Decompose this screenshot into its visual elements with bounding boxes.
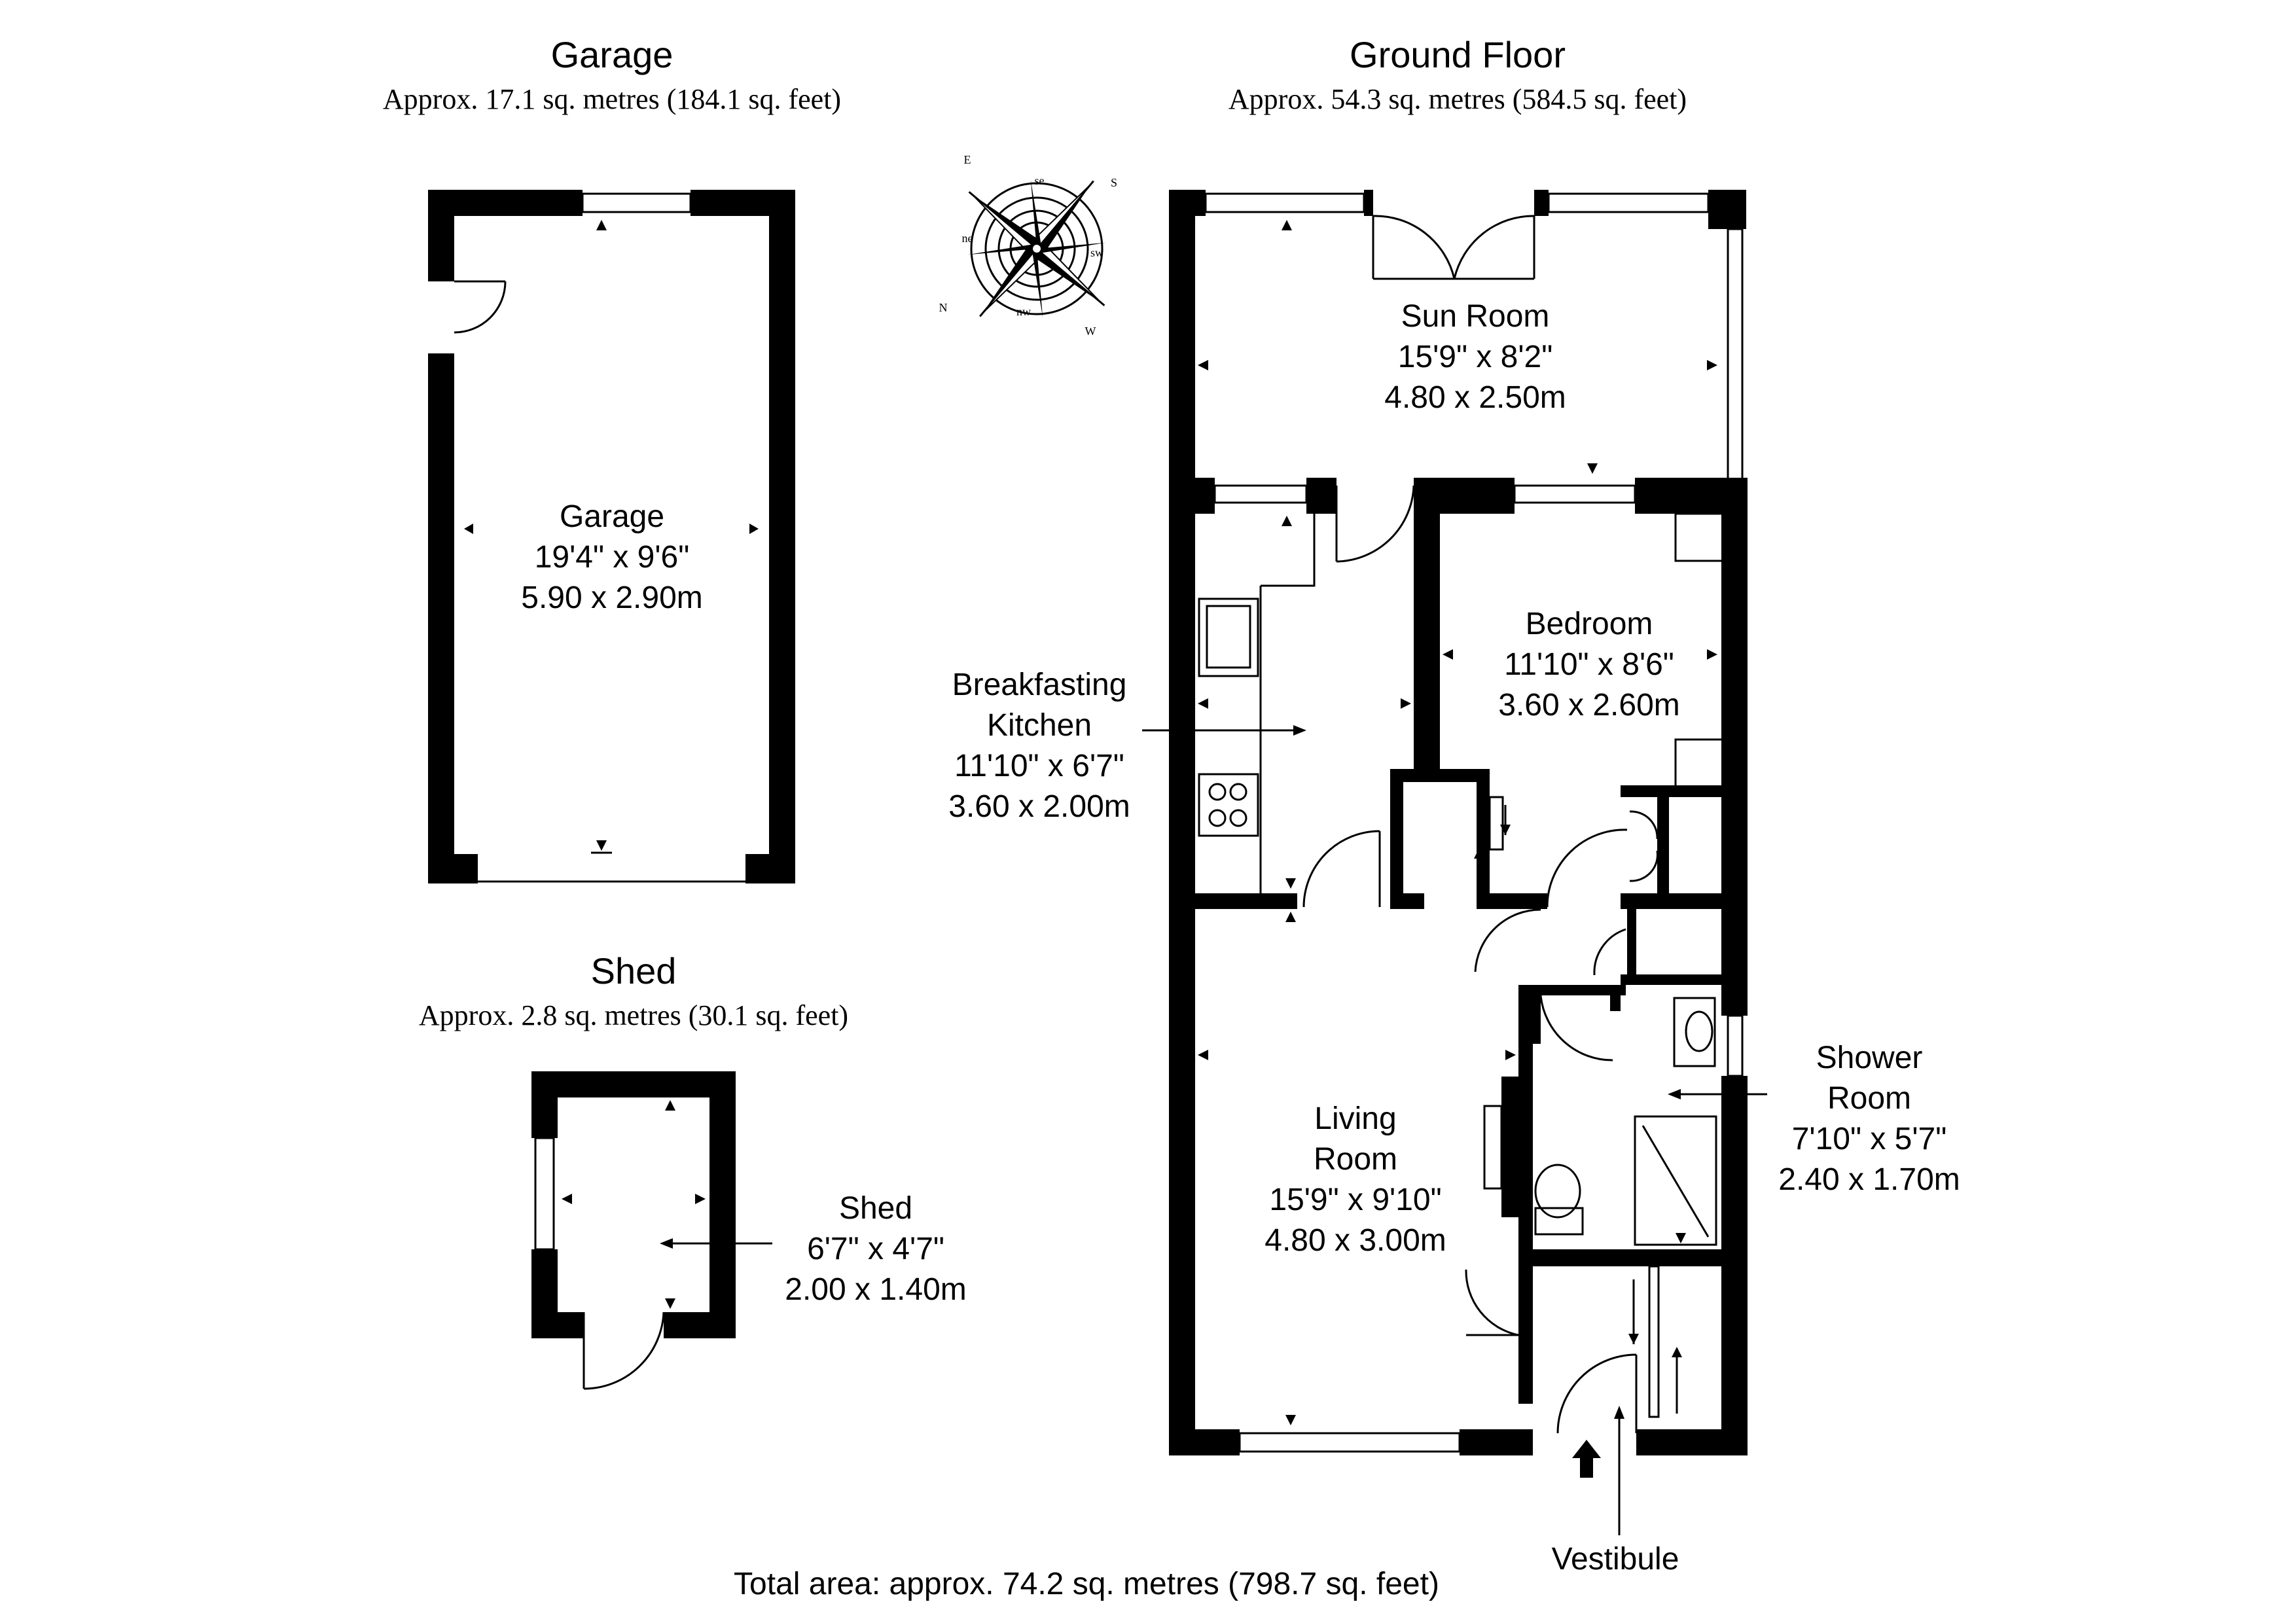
shower-room-name-line1: Shower [1816,1041,1923,1075]
garage-area: Approx. 17.1 sq. metres (184.1 sq. feet) [383,83,841,115]
ground-floor-heading: Ground Floor [1350,34,1566,75]
dimension-arrows [1142,220,1767,1535]
kitchen-imperial: 11'10" x 6'7" [954,749,1124,783]
compass-e-label: E [964,153,971,166]
sun-room-imperial: 15'9" x 8'2" [1398,340,1553,374]
compass-w-label: W [1085,325,1096,338]
ground-floor-area: Approx. 54.3 sq. metres (584.5 sq. feet) [1229,83,1687,115]
garage-room-name: Garage [560,499,664,534]
shed-room-metric: 2.00 x 1.40m [785,1272,967,1307]
total-area: Total area: approx. 74.2 sq. metres (798… [734,1567,1439,1601]
kitchen-name-line1: Breakfasting [952,668,1127,702]
living-room-metric: 4.80 x 3.00m [1265,1223,1446,1258]
compass-n-label: N [939,301,948,314]
compass-se-label: se [1035,174,1045,187]
compass-nw-label: nw [1016,305,1031,318]
garage-room-metric: 5.90 x 2.90m [521,580,703,615]
shed-plan [531,1071,772,1390]
kitchen-metric: 3.60 x 2.00m [948,789,1130,824]
ground-floor-plan [1169,190,1748,1455]
vestibule-name: Vestibule [1552,1542,1679,1577]
compass-ne-label: ne [962,232,973,245]
shed-heading: Shed [591,950,677,991]
compass-s-label: S [1111,176,1117,189]
shed-area: Approx. 2.8 sq. metres (30.1 sq. feet) [419,999,848,1031]
living-room-name-line2: Room [1314,1142,1397,1177]
garage-plan [428,190,795,883]
shower-room-imperial: 7'10" x 5'7" [1792,1122,1947,1156]
bedroom-imperial: 11'10" x 8'6" [1504,647,1674,682]
living-room-name-line1: Living [1314,1101,1396,1136]
sun-room-name: Sun Room [1401,299,1550,334]
bedroom-metric: 3.60 x 2.60m [1498,688,1680,722]
living-room-imperial: 15'9" x 9'10" [1269,1183,1441,1217]
bedroom-name: Bedroom [1526,607,1653,641]
garage-room-imperial: 19'4" x 9'6" [535,540,690,575]
shower-room-metric: 2.40 x 1.70m [1778,1162,1960,1197]
shed-room-imperial: 6'7" x 4'7" [807,1232,944,1266]
entrance-arrow-icon [1572,1440,1601,1478]
shed-room-name: Shed [839,1191,912,1226]
shower-room-name-line2: Room [1827,1081,1911,1116]
sun-room-metric: 4.80 x 2.50m [1384,380,1566,415]
compass-rose [967,179,1106,318]
compass-sw-label: sw [1090,246,1103,259]
garage-heading: Garage [551,34,673,75]
kitchen-name-line2: Kitchen [987,708,1092,743]
